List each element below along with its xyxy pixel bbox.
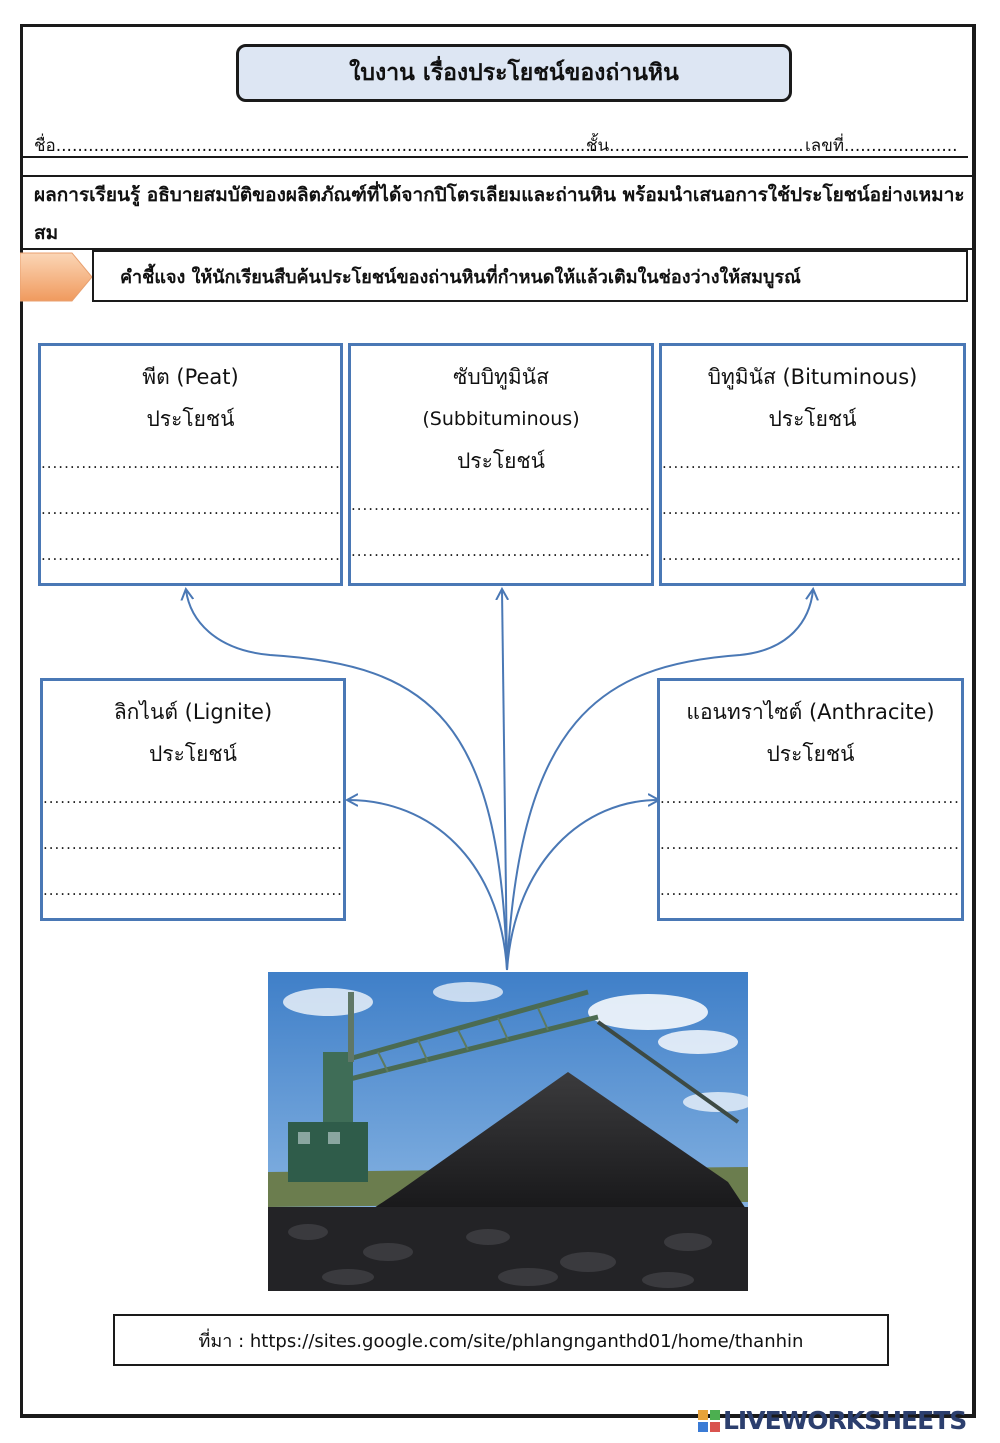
anthracite-answer-line-2[interactable]: ........................................… (660, 835, 961, 853)
anthracite-answer-line-3[interactable]: ........................................… (660, 881, 961, 899)
learning-outcome: ผลการเรียนรู้ อธิบายสมบัติของผลิตภัณฑ์ที… (34, 184, 965, 244)
subbituminous-title: ซับบิทูมินัส (453, 365, 549, 389)
peat-answer-line-2[interactable]: ........................................… (41, 500, 340, 518)
lignite-box: ลิกไนต์ (Lignite) ประโยชน์ .............… (40, 678, 346, 921)
student-info-line: ชื่อ....................................… (34, 132, 966, 158)
lignite-answer-line-2[interactable]: ........................................… (43, 835, 343, 853)
peat-answer-line-1[interactable]: ........................................… (41, 454, 340, 472)
bituminous-title: บิทูมินัส (Bituminous) (707, 365, 918, 389)
worksheet-title: ใบงาน เรื่องประโยชน์ของถ่านหิน (236, 44, 792, 102)
anthracite-answer-line-1[interactable]: ........................................… (660, 789, 961, 807)
number-field[interactable]: เลขที่..................... (805, 136, 958, 156)
anthracite-benefit-label: ประโยชน์ (766, 742, 855, 766)
instruction-box: คำชี้แจง ให้นักเรียนสืบค้นประโยชน์ของถ่า… (92, 250, 968, 302)
arrow-to-anthracite (506, 800, 658, 971)
peat-box: พีต (Peat) ประโยชน์ ....................… (38, 343, 343, 586)
anthracite-title: แอนทราไซต์ (Anthracite) (686, 700, 935, 724)
bituminous-benefit-label: ประโยชน์ (768, 407, 857, 431)
liveworksheets-logo-icon (698, 1409, 720, 1432)
subbituminous-title-en: (Subbituminous) (422, 408, 580, 430)
bituminous-answer-line-2[interactable]: ........................................… (662, 500, 963, 518)
grade-field[interactable]: ชั้น.................................... (586, 136, 804, 156)
divider-top (22, 175, 976, 177)
liveworksheets-watermark: LIVEWORKSHEETS (698, 1406, 967, 1435)
anthracite-box: แอนทราไซต์ (Anthracite) ประโยชน์ .......… (657, 678, 964, 921)
arrow-to-peat (186, 590, 508, 971)
name-field[interactable]: ชื่อ....................................… (34, 136, 597, 156)
subbituminous-answer-line-1[interactable]: ........................................… (351, 496, 651, 514)
bituminous-box: บิทูมินัส (Bituminous) ประโยชน์ ........… (659, 343, 966, 586)
lignite-title: ลิกไนต์ (Lignite) (113, 700, 273, 724)
divider-bottom (22, 248, 976, 250)
arrow-to-subbituminous (502, 590, 507, 971)
lignite-answer-line-3[interactable]: ........................................… (43, 881, 343, 899)
arrow-tag-icon (20, 252, 93, 302)
arrow-to-bituminous (506, 590, 813, 971)
peat-title: พีต (Peat) (142, 365, 239, 389)
bituminous-answer-line-1[interactable]: ........................................… (662, 454, 963, 472)
peat-benefit-label: ประโยชน์ (146, 407, 235, 431)
coal-stockpile-photo (268, 972, 748, 1291)
subbituminous-answer-line-2[interactable]: ........................................… (351, 542, 651, 560)
bituminous-answer-line-3[interactable]: ........................................… (662, 546, 963, 564)
watermark-text: LIVEWORKSHEETS (723, 1406, 967, 1435)
peat-answer-line-3[interactable]: ........................................… (41, 546, 340, 564)
source-citation: ที่มา : https://sites.google.com/site/ph… (113, 1314, 889, 1366)
arrow-to-lignite (348, 800, 508, 971)
lignite-answer-line-1[interactable]: ........................................… (43, 789, 343, 807)
lignite-benefit-label: ประโยชน์ (148, 742, 238, 766)
worksheet-frame (20, 24, 976, 1418)
subbituminous-box: ซับบิทูมินัส (Subbituminous) ประโยชน์ ..… (348, 343, 654, 586)
subbituminous-benefit-label: ประโยชน์ (456, 449, 546, 473)
info-underline (22, 156, 968, 158)
